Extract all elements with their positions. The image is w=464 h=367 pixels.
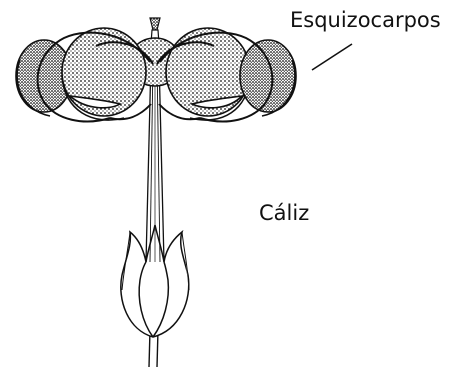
schizocarps-leader-line bbox=[312, 44, 352, 70]
schizocarps bbox=[16, 28, 296, 121]
beak bbox=[146, 60, 164, 262]
schizocarps-label: Esquizocarpos bbox=[290, 10, 441, 31]
calyx-label: Cáliz bbox=[259, 203, 309, 224]
